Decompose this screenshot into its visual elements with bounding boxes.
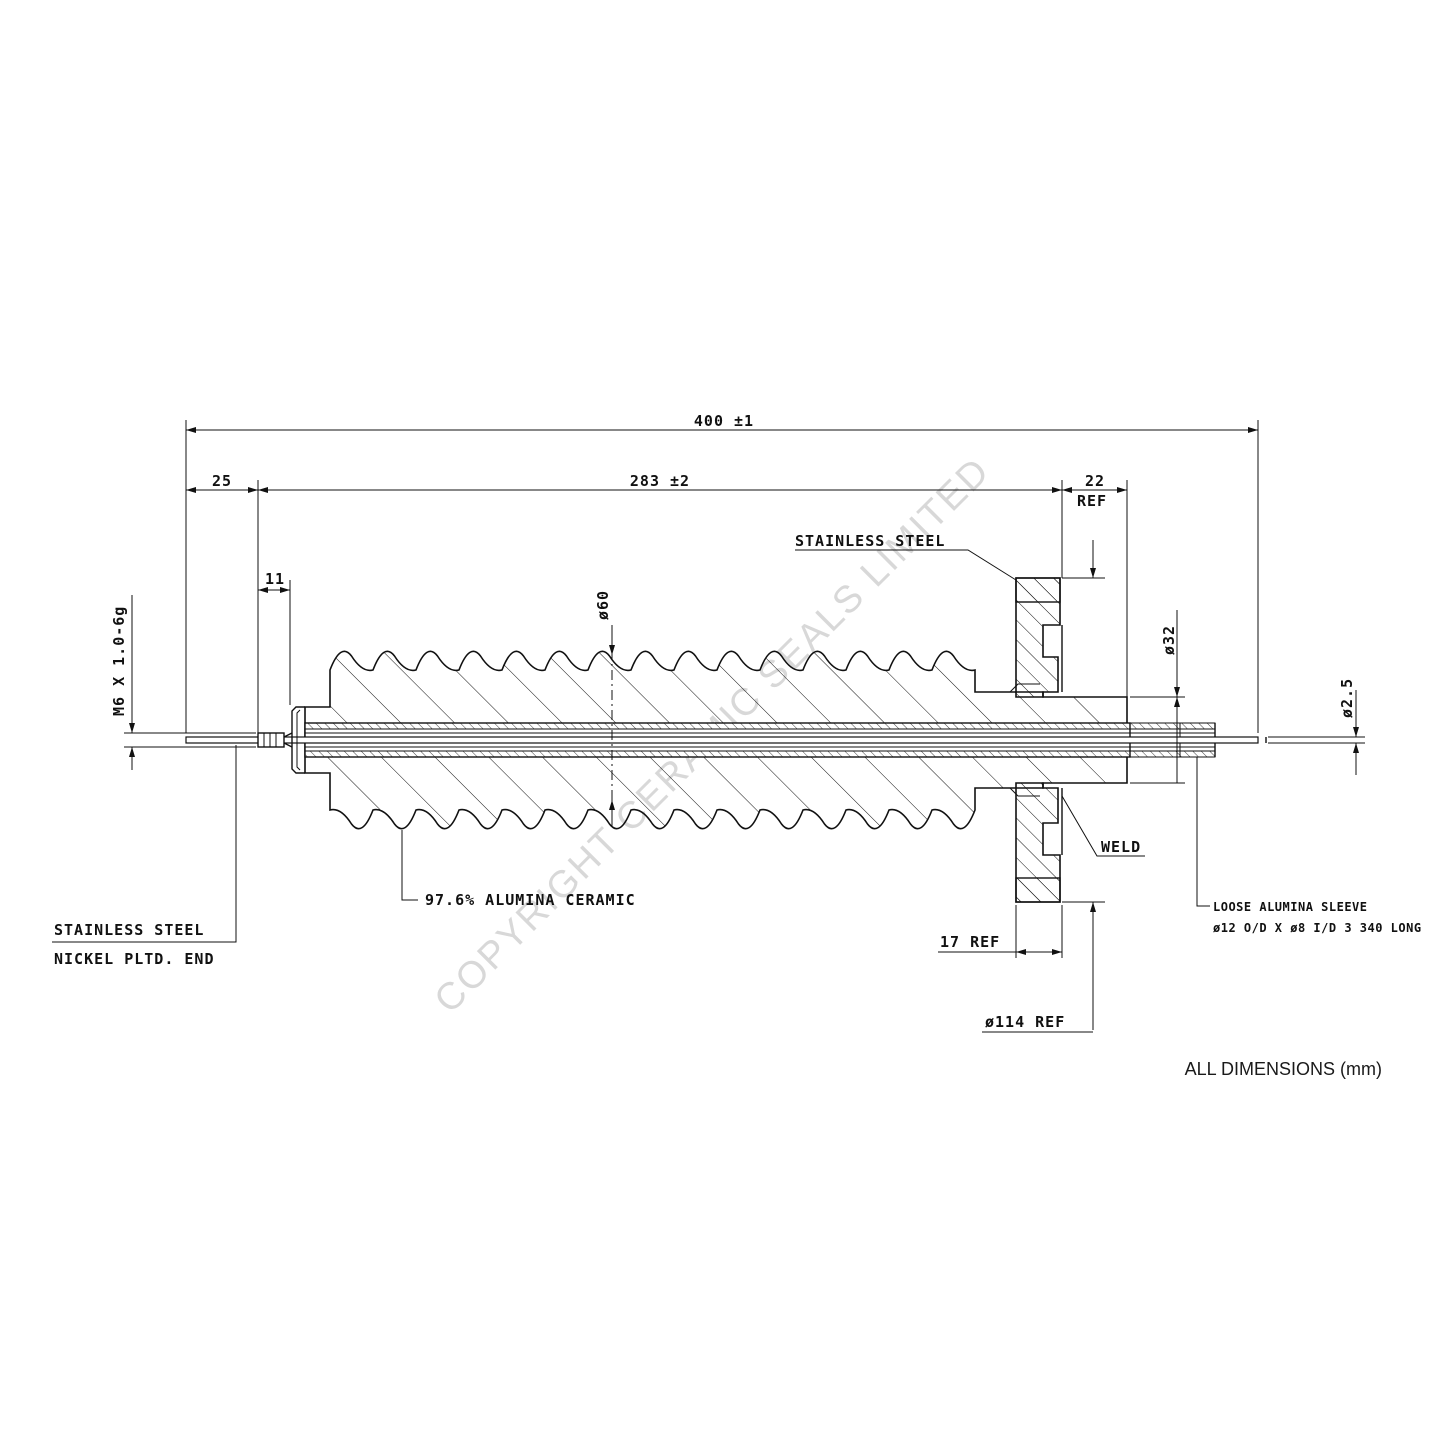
footer-units: ALL DIMENSIONS (mm): [1185, 1059, 1382, 1079]
dim-flange-thickness: 17 REF: [940, 933, 1000, 951]
dim-flange-dia: ø114 REF: [985, 1013, 1065, 1031]
tube-wall-top: [304, 722, 1216, 730]
dim-thread-length: 11: [265, 570, 285, 588]
flange-upper: [1015, 577, 1061, 698]
dim-overall: 400 ±1: [694, 412, 754, 430]
central-rod: [185, 736, 1259, 744]
callout-weld: WELD: [1101, 838, 1141, 856]
callout-flange-material: STAINLESS STEEL: [795, 532, 945, 550]
dim-flange-ref-b: REF: [1077, 492, 1107, 510]
callout-sleeve-2: ø12 O/D X ø8 I/D 3 340 LONG: [1213, 921, 1422, 935]
tube-wall-bottom: [304, 750, 1216, 758]
dim-rod-dia: ø2.5: [1338, 678, 1356, 718]
dim-body: 283 ±2: [630, 472, 690, 490]
callout-end-material-2: NICKEL PLTD. END: [54, 950, 215, 968]
callout-ceramic: 97.6% ALUMINA CERAMIC: [425, 891, 636, 909]
callout-end-material-1: STAINLESS STEEL: [54, 921, 204, 939]
dim-body-dia: ø60: [594, 590, 612, 620]
dim-left-end: 25: [212, 472, 232, 490]
end-cap: [291, 706, 305, 774]
dim-flange-ref-a: 22: [1085, 472, 1105, 490]
dim-thread: M6 X 1.0-6g: [110, 606, 128, 716]
dim-bore-dia: ø32: [1160, 625, 1178, 655]
callout-sleeve-1: LOOSE ALUMINA SLEEVE: [1213, 900, 1368, 914]
threaded-end: [257, 732, 285, 748]
